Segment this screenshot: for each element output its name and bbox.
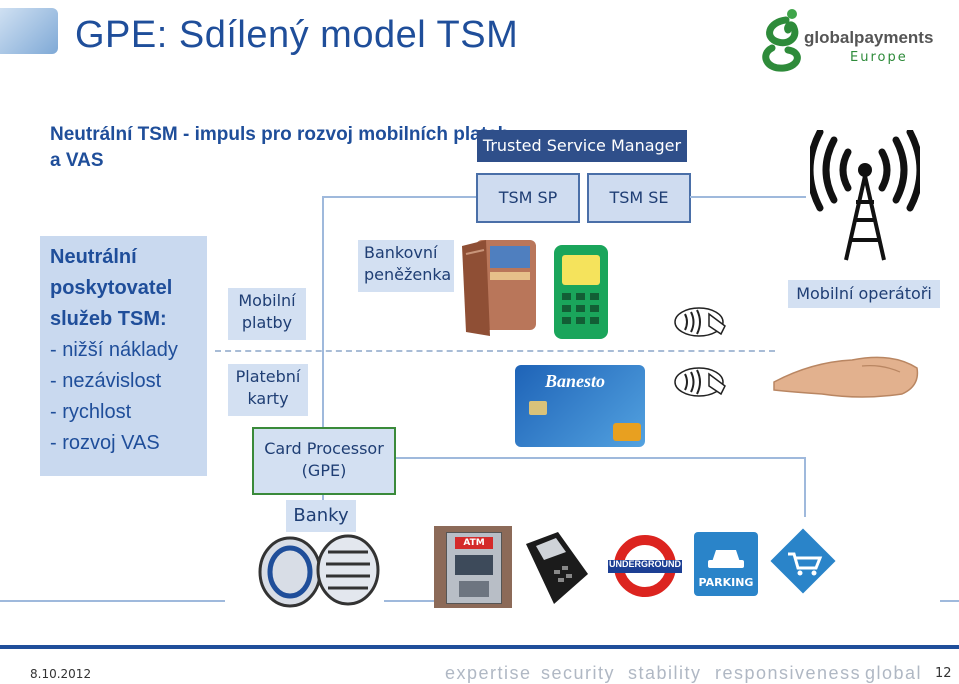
- bank-vault-icon: [258, 534, 380, 608]
- panel-item: - rozvoj VAS: [50, 432, 160, 454]
- connector-line: [322, 196, 476, 198]
- mastercard-icon: [613, 423, 641, 441]
- connector-line: [940, 600, 959, 602]
- panel-item: - rychlost: [50, 401, 132, 423]
- shopping-cart-icon: [770, 528, 836, 594]
- underground-text: UNDERGROUND: [609, 559, 681, 569]
- footer-tag: responsiveness: [715, 663, 862, 683]
- footer-date: 8.10.2012: [30, 667, 92, 681]
- label-line: Platební: [235, 367, 301, 386]
- atm-image: ATM: [434, 526, 512, 608]
- banks-label: Banky: [286, 500, 356, 532]
- tsm-benefits-panel: Neutrální poskytovatel služeb TSM: - niž…: [40, 236, 207, 476]
- car-icon: [708, 550, 744, 568]
- atm-keypad-icon: [459, 581, 489, 597]
- mobile-payments-label: Mobilní platby: [228, 288, 306, 340]
- connector-line: [322, 491, 324, 501]
- atm-sign: ATM: [455, 537, 493, 549]
- connector-line: [0, 600, 225, 602]
- label-line: karty: [247, 389, 289, 408]
- label-line: platby: [241, 313, 293, 332]
- pos-terminal-icon: [526, 532, 588, 604]
- parking-text: PARKING: [698, 576, 754, 589]
- panel-heading-line: Neutrální: [50, 246, 137, 268]
- panel-heading-line: poskytovatel: [50, 277, 173, 299]
- connector-line: [690, 196, 806, 198]
- connector-line: [322, 457, 806, 459]
- contactless-icon: [674, 307, 726, 337]
- open-hand-icon: [773, 356, 919, 398]
- bank-card-image: Banesto: [515, 365, 645, 447]
- label-line: Bankovní: [364, 243, 438, 262]
- globalpayments-logo-icon: [762, 9, 801, 72]
- tsm-se-box: TSM SE: [587, 173, 691, 223]
- label-line: Card Processor: [264, 439, 384, 458]
- antenna-tower-icon: [810, 130, 920, 261]
- label-line: (GPE): [301, 461, 347, 480]
- footer-divider: [0, 645, 959, 649]
- tsm-header-box: Trusted Service Manager: [477, 130, 687, 162]
- bank-wallet-label: Bankovní peněženka: [358, 240, 454, 292]
- mobile-phone-icon: [554, 245, 608, 339]
- globalpayments-logo: globalpayments Europe: [758, 8, 938, 78]
- underground-logo: [608, 535, 682, 597]
- panel-heading: Neutrální poskytovatel služeb TSM:: [40, 236, 207, 335]
- panel-item: - nižší náklady: [50, 339, 178, 361]
- connector-line: [384, 600, 434, 602]
- panel-heading-line: služeb TSM:: [50, 308, 167, 330]
- logo-text: globalpayments: [804, 28, 934, 47]
- footer-tag: security: [541, 663, 616, 683]
- panel-item: - nezávislost: [50, 370, 162, 392]
- atm-screen-icon: [455, 555, 493, 575]
- connector-line: [804, 457, 806, 517]
- label-line: Mobilní: [238, 291, 296, 310]
- card-chip-icon: [529, 401, 547, 415]
- parking-sign: PARKING: [694, 532, 758, 596]
- footer-tag: stability: [628, 663, 702, 683]
- contactless-icon: [674, 367, 726, 397]
- corner-decoration: [0, 8, 58, 54]
- page-title: GPE: Sdílený model TSM: [75, 14, 519, 56]
- connector-line: [322, 196, 324, 430]
- atm-machine-icon: ATM: [446, 532, 502, 604]
- dashed-divider: [215, 350, 775, 352]
- payment-cards-label: Platební karty: [228, 364, 308, 416]
- card-brand-text: Banesto: [545, 371, 606, 391]
- tsm-sp-box: TSM SP: [476, 173, 580, 223]
- mobile-operators-label: Mobilní operátoři: [788, 280, 940, 308]
- wallet-icon: [462, 240, 536, 336]
- footer-tag: expertise: [445, 663, 532, 683]
- page-number: 12: [935, 666, 952, 681]
- logo-subtext: Europe: [850, 50, 908, 65]
- subtitle: Neutrální TSM - impuls pro rozvoj mobiln…: [50, 124, 510, 171]
- card-processor-box: Card Processor (GPE): [252, 427, 396, 495]
- label-line: peněženka: [364, 265, 452, 284]
- footer-tag: global: [865, 663, 923, 683]
